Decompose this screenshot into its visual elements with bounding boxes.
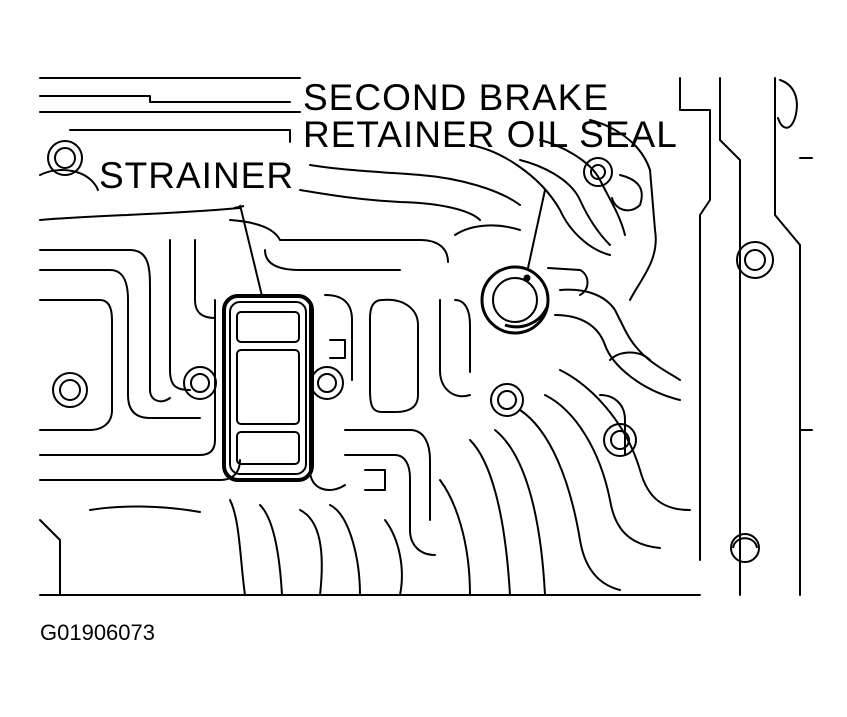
passage-line (329, 504, 361, 596)
bolt-boss (736, 241, 774, 279)
passage-line (89, 505, 201, 513)
bolt-boss (52, 372, 88, 408)
oil-seal-outer-ring (480, 265, 550, 335)
passage-line (469, 439, 511, 596)
passage-line (39, 519, 61, 596)
passage-line (39, 459, 241, 481)
passage-line (329, 339, 346, 359)
bolt-boss (47, 140, 83, 176)
passage-line (559, 369, 691, 511)
bolt-boss (730, 533, 760, 563)
strainer-cell (236, 431, 300, 465)
passage-line (554, 314, 681, 401)
passage-line (39, 299, 216, 456)
passage-line (454, 299, 471, 373)
passage-line (384, 519, 403, 596)
passage-line (494, 429, 546, 596)
passage-line (519, 409, 621, 591)
passage-line (364, 469, 386, 491)
strainer (222, 294, 314, 482)
oil-seal-lip (504, 304, 550, 329)
strainer-leader-tick (233, 205, 245, 209)
strainer-outer-frame (222, 294, 314, 482)
passage-line (264, 249, 401, 271)
passage-line (169, 239, 191, 391)
housing-rib (777, 79, 798, 129)
passage-line (519, 159, 611, 246)
passage-line (589, 119, 657, 301)
strainer-leader-line (239, 204, 263, 297)
passage-line (539, 139, 626, 236)
passage-line (469, 144, 611, 256)
oil-seal-leader-line (527, 189, 546, 269)
passage-pocket (369, 298, 419, 413)
bolt-boss (490, 383, 524, 417)
passage-line (344, 429, 431, 521)
passage-line (259, 504, 283, 596)
passage-line (299, 509, 323, 596)
passage-line (324, 294, 353, 381)
oil-seal-callout-line-2: RETAINER OIL SEAL (303, 114, 678, 155)
valve-body-outline (39, 77, 813, 596)
passage-line (39, 269, 201, 419)
passage-line (69, 129, 291, 143)
passage-line (559, 288, 681, 381)
passage-line (439, 299, 471, 398)
passage-line (344, 454, 436, 556)
passage-line (454, 224, 521, 236)
strainer-cell (236, 349, 300, 425)
bolt-boss (603, 423, 637, 457)
passage-line (544, 394, 661, 549)
passage-line (611, 174, 643, 212)
passage-line (609, 351, 651, 361)
oil-seal-inner-ring (492, 277, 538, 323)
passage-line (309, 304, 346, 491)
oil-seal-leader-dot (523, 274, 531, 282)
passage-line (439, 479, 471, 596)
passage-line (194, 239, 216, 319)
oil-seal (480, 265, 550, 335)
passage-line (39, 299, 113, 431)
passage-line (39, 249, 171, 403)
passage-line (39, 169, 99, 191)
passage-line (39, 207, 241, 221)
bolt-boss (583, 157, 613, 187)
housing-edge (679, 77, 711, 561)
passage-line (229, 499, 246, 596)
passage-line (599, 394, 626, 456)
bolt-boss (183, 366, 217, 400)
figure-id: G01906073 (40, 620, 155, 645)
strainer-inner-frame (229, 301, 307, 475)
passage-line (229, 219, 449, 263)
bolt-boss (310, 366, 344, 400)
housing-edge (774, 77, 801, 596)
leader-lines (233, 189, 546, 297)
bolt-bosses (47, 140, 774, 563)
housing-edge (719, 77, 741, 596)
passage-line (299, 189, 481, 221)
passage-line (547, 267, 589, 296)
oil-seal-callout-line-1: SECOND BRAKE (303, 77, 610, 118)
strainer-callout: STRAINER (99, 155, 295, 196)
passage-line (39, 95, 291, 103)
strainer-cell (236, 311, 300, 343)
passage-line (309, 164, 521, 206)
